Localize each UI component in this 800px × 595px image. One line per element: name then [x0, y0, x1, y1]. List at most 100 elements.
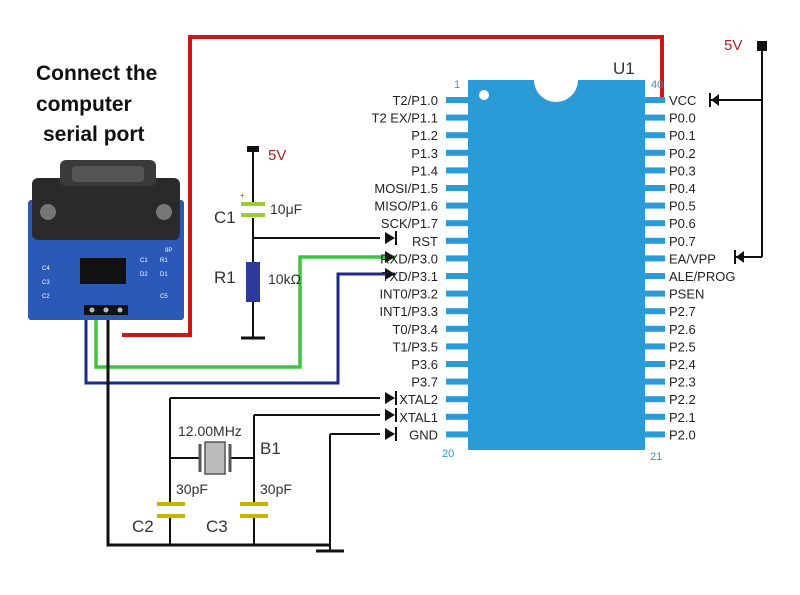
- left-pin-label: MISO/P1.6: [374, 199, 438, 214]
- txd-wire: [84, 272, 395, 385]
- mcu-chip-notch: [534, 80, 578, 102]
- txd-arrow: [385, 268, 395, 280]
- left-pin-2: [446, 114, 468, 121]
- left-pin-label: RXD/P3.0: [380, 251, 438, 266]
- rxd-wire: [94, 255, 395, 369]
- left-pin-4: [446, 149, 468, 156]
- right-pin-30: [645, 273, 665, 279]
- right-pin-25: [645, 361, 665, 367]
- left-pin-label: GND: [409, 427, 438, 442]
- mcu-left-pins: T2/P1.0T2 EX/P1.1P1.2P1.3P1.4MOSI/P1.5MI…: [372, 93, 468, 442]
- cap-5v-terminal: [247, 146, 259, 152]
- xtal1-arrow: [385, 409, 395, 421]
- right-pin-33: [645, 220, 665, 227]
- left-pin-label: P3.6: [411, 357, 438, 372]
- left-pin-16: [446, 361, 468, 367]
- module-part-6: C1: [140, 258, 148, 264]
- c2-name: C2: [132, 517, 154, 536]
- left-pin-15: [446, 343, 468, 350]
- right-pin-label: VCC: [669, 93, 696, 108]
- crystal-network: [169, 397, 380, 550]
- right-pin-label: P2.5: [669, 339, 696, 354]
- left-pin-label: T2 EX/P1.1: [372, 111, 438, 126]
- pin-num-1: 1: [454, 79, 460, 91]
- left-pin-18: [446, 396, 468, 403]
- right-pin-label: P0.2: [669, 146, 696, 161]
- c1-value: 10μF: [270, 201, 302, 217]
- c1-name: C1: [214, 208, 236, 227]
- left-pin-10: [446, 255, 468, 262]
- right-pin-39: [645, 114, 665, 121]
- left-pin-label: P1.2: [411, 128, 438, 143]
- left-pin-8: [446, 220, 468, 227]
- right-pin-21: [645, 431, 665, 438]
- left-pin-12: [446, 290, 468, 297]
- right-pin-36: [645, 167, 665, 174]
- crystal-b1: [198, 441, 232, 475]
- serial-module: [28, 160, 184, 320]
- r1-resistor: [246, 262, 260, 302]
- module-part-7: D2: [140, 272, 148, 278]
- left-pin-label: TXD/P3.1: [382, 269, 438, 284]
- module-board-label: 9P: [165, 248, 172, 254]
- module-part-2: C2: [42, 294, 50, 300]
- mcu-chip-body: [468, 80, 645, 450]
- vcc-terminal-top: [757, 41, 767, 51]
- vcc-label-top: 5V: [724, 37, 742, 54]
- right-pin-label: P2.1: [669, 410, 696, 425]
- ea-arrow: [736, 251, 744, 263]
- right-pin-24: [645, 378, 665, 385]
- left-pin-20: [446, 431, 468, 438]
- vcc-rail: [711, 47, 763, 258]
- left-pin-7: [446, 202, 468, 209]
- c3-name: C3: [206, 517, 228, 536]
- r1-name: R1: [214, 268, 236, 287]
- right-pin-label: P0.6: [669, 216, 696, 231]
- c3-value: 30pF: [260, 481, 292, 497]
- right-pin-label: P2.7: [669, 304, 696, 319]
- right-pin-27: [645, 325, 665, 332]
- right-pin-label: P2.4: [669, 357, 696, 372]
- right-pin-label: P0.1: [669, 128, 696, 143]
- r1-value: 10kΩ: [268, 271, 301, 287]
- mcu-pin1-dot: [479, 90, 489, 100]
- pin-num-20: 20: [442, 448, 454, 460]
- right-pin-label: P2.0: [669, 427, 696, 442]
- crystal-name: B1: [260, 439, 281, 458]
- left-pin-label: T1/P3.5: [392, 339, 438, 354]
- right-pin-label: P0.5: [669, 199, 696, 214]
- reset-network: [252, 148, 380, 338]
- vcc-arrow: [711, 94, 719, 106]
- left-pin-3: [446, 132, 468, 139]
- right-pin-22: [645, 413, 665, 420]
- c2-value: 30pF: [176, 481, 208, 497]
- callout-line-2: computer: [36, 93, 132, 116]
- left-pin-label: SCK/P1.7: [381, 216, 438, 231]
- c1-polarity: +: [240, 191, 245, 200]
- left-pin-14: [446, 325, 468, 332]
- right-pin-label: P2.6: [669, 322, 696, 337]
- left-pin-label: INT0/P3.2: [379, 287, 438, 302]
- right-pin-label: P0.4: [669, 181, 696, 196]
- right-pin-label: P2.2: [669, 392, 696, 407]
- left-pin-13: [446, 308, 468, 315]
- left-pin-label: P3.7: [411, 375, 438, 390]
- gnd-wire: [106, 320, 330, 547]
- pin-num-40: 40: [651, 79, 663, 91]
- c3-capacitor: [240, 502, 268, 518]
- module-part-5: D1: [160, 272, 168, 278]
- right-pin-28: [645, 308, 665, 315]
- left-pin-label: INT1/P3.3: [379, 304, 438, 319]
- left-pin-19: [446, 413, 468, 420]
- right-pin-23: [645, 396, 665, 403]
- right-pin-31: [645, 255, 665, 262]
- crystal-value: 12.00MHz: [178, 423, 242, 439]
- callout-line-3: serial port: [43, 123, 145, 146]
- left-pin-label: P1.3: [411, 146, 438, 161]
- left-pin-11: [446, 273, 468, 279]
- c2-capacitor: [157, 502, 185, 518]
- right-pin-label: P0.7: [669, 234, 696, 249]
- right-pin-32: [645, 237, 665, 244]
- right-pin-29: [645, 290, 665, 297]
